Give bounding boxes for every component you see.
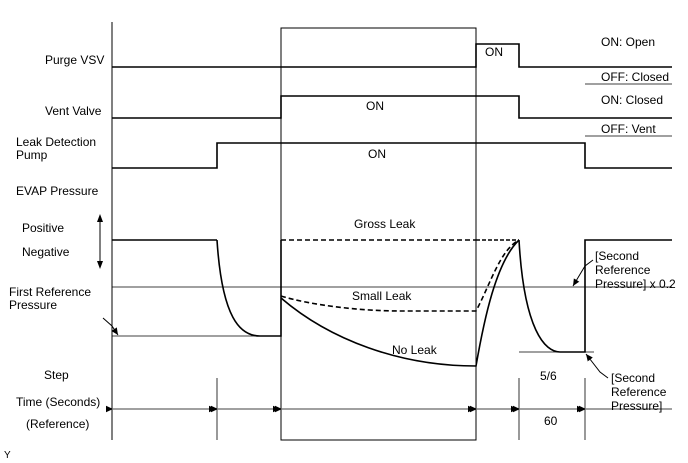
- vent-valve-signal: [112, 95, 672, 119]
- purge-vsv-label: Purge VSV: [45, 53, 104, 67]
- purge-vsv-signal: [112, 43, 672, 68]
- second-ref-02-arrow: [572, 259, 594, 287]
- leak-pump-label-2: Pump: [16, 148, 48, 162]
- second-ref-label-3: Pressure]: [611, 399, 662, 413]
- second-ref-02-label-2: Reference: [595, 263, 651, 277]
- purge-on-label: ON: [485, 45, 503, 59]
- time-60-label: 60: [544, 414, 558, 428]
- leak-pump-signal: [112, 142, 672, 169]
- step-label: Step: [44, 368, 69, 382]
- no-leak-label: No Leak: [392, 343, 438, 357]
- reference-label: (Reference): [26, 417, 89, 431]
- small-leak-curve: [280, 239, 520, 312]
- second-ref-label-1: [Second: [611, 371, 655, 385]
- no-leak-curve: [280, 239, 520, 367]
- second-ref-02-label-1: [Second: [595, 249, 639, 263]
- evap-pressure-label: EVAP Pressure: [16, 184, 99, 198]
- vent-valve-label: Vent Valve: [45, 104, 102, 118]
- on-closed-label: ON: Closed: [601, 93, 663, 107]
- step-box: [280, 27, 477, 441]
- second-ref-label-2: Reference: [611, 385, 667, 399]
- first-reference-label-2: Pressure: [9, 298, 57, 312]
- evap-pressure-trace: [112, 239, 672, 353]
- off-vent-label: OFF: Vent: [601, 122, 656, 136]
- negative-label: Negative: [22, 245, 70, 259]
- gross-leak-label: Gross Leak: [354, 217, 416, 231]
- time-label: Time (Seconds): [16, 395, 100, 409]
- positive-label: Positive: [22, 221, 64, 235]
- pump-on-label: ON: [368, 147, 386, 161]
- small-leak-label: Small Leak: [352, 289, 412, 303]
- positive-negative-arrow: [97, 214, 103, 269]
- vent-on-label: ON: [366, 99, 384, 113]
- on-open-label: ON: Open: [601, 35, 655, 49]
- second-ref-arrow: [585, 353, 609, 379]
- first-reference-label-1: First Reference: [9, 285, 91, 299]
- corner-mark: Y: [4, 450, 11, 461]
- step-56-label: 5/6: [540, 369, 557, 383]
- second-ref-02-label-3: Pressure] x 0.2: [595, 277, 676, 291]
- leak-pump-label-1: Leak Detection: [16, 135, 96, 149]
- off-closed-label: OFF: Closed: [601, 70, 669, 84]
- vertical-guides: [111, 22, 586, 440]
- first-reference-arrow: [102, 317, 119, 336]
